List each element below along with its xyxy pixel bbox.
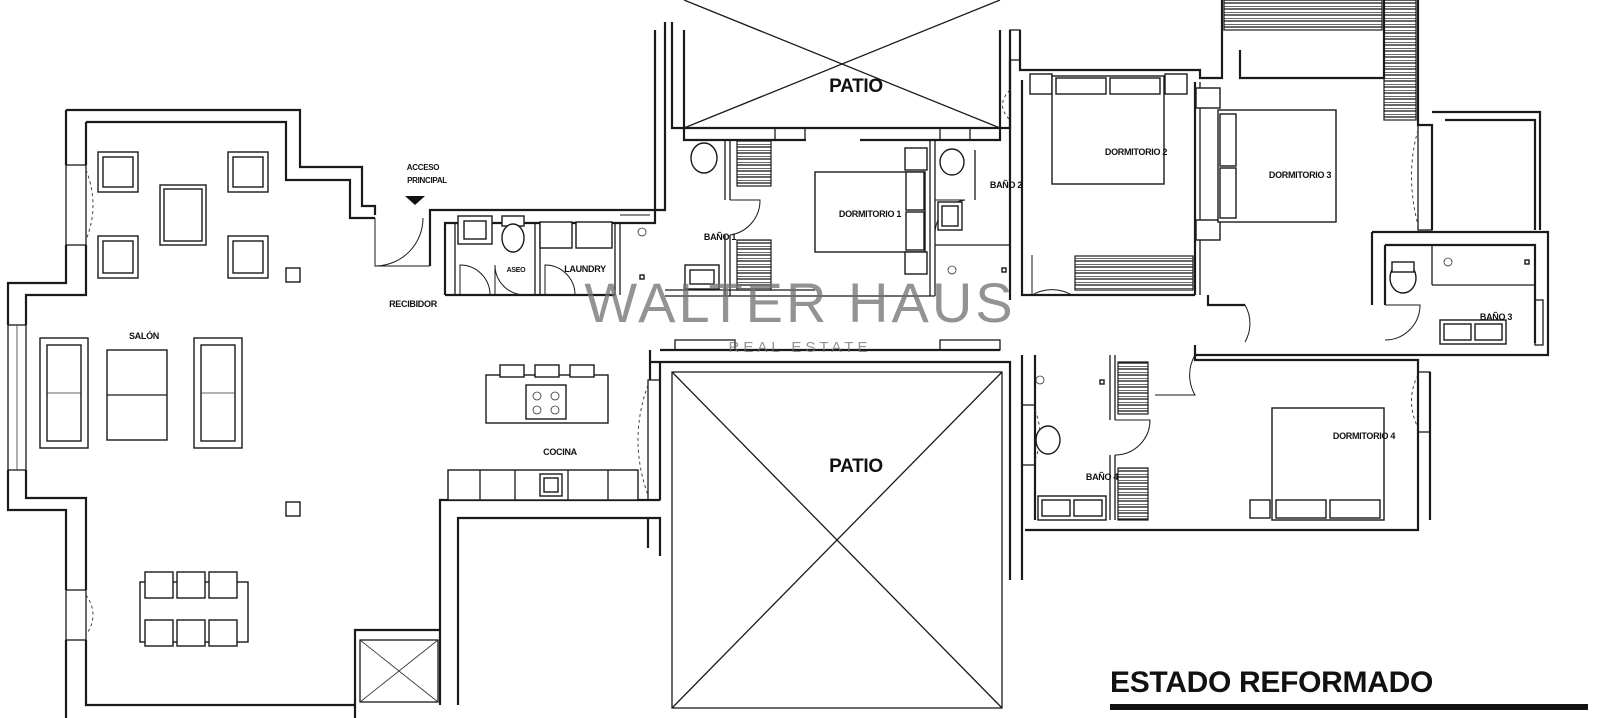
label-dormitorio-3: DORMITORIO 3 [1269,170,1332,180]
room-labels: PATIO PATIO SALÓN COCINA LAUNDRY ASEO RE… [129,76,1513,482]
label-dormitorio-2: DORMITORIO 2 [1105,147,1168,157]
label-bano-1: BAÑO 1 [704,232,736,242]
service-fixtures [457,215,647,280]
label-dormitorio-4: DORMITORIO 4 [1333,431,1396,441]
kitchen-furniture [447,364,639,501]
label-bano-3: BAÑO 3 [1480,312,1512,322]
label-cocina: COCINA [543,447,577,457]
interior-walls [454,82,1535,520]
entrance-arrow [405,196,425,205]
plan-title: ESTADO REFORMADO [1110,666,1433,699]
watermark-brand: WALTER HAUS [584,271,1015,334]
label-recibidor: RECIBIDOR [389,299,438,309]
title-underline [1110,704,1588,710]
windows [7,29,1544,641]
watermark-sub: REAL ESTATE [729,339,872,356]
label-dormitorio-1: DORMITORIO 1 [839,209,902,219]
small-shaft [359,639,439,703]
label-salon: SALÓN [129,330,159,341]
doors [374,180,1421,456]
label-laundry: LAUNDRY [564,264,606,274]
label-acceso-line1: ACCESO [407,163,440,172]
label-aseo: ASEO [507,267,526,274]
label-bano-4: BAÑO 4 [1086,472,1118,482]
bedroom-furniture [684,0,1530,521]
patio-top-area [683,0,1001,129]
patio-bottom-area [671,371,1003,709]
salon-furniture [39,151,301,647]
label-patio-bottom: PATIO [829,456,883,477]
label-bano-2: BAÑO 2 [990,180,1022,190]
label-patio-top: PATIO [829,76,883,97]
watermark: WALTER HAUS REAL ESTATE [584,271,1015,356]
label-acceso-line2: PRINCIPAL [407,176,447,185]
